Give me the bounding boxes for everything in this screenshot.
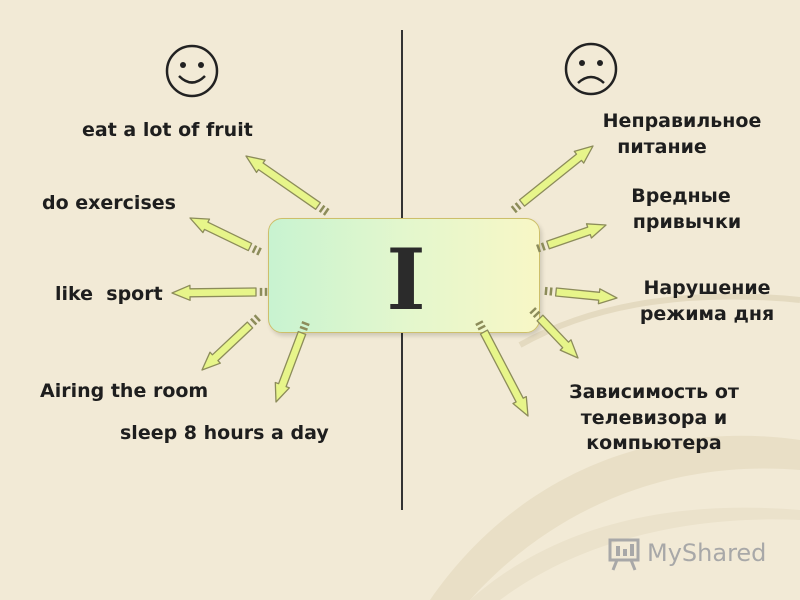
arrow-to-regime-2 [529, 307, 579, 359]
arrow-to-airing [201, 314, 261, 371]
positive-label-airing: Airing the room [40, 380, 209, 402]
center-box [268, 218, 540, 333]
arrow-to-habits [536, 223, 607, 253]
arrow-to-sport [171, 284, 268, 301]
negative-label-addiction-line-2: телевизора и [580, 406, 728, 429]
positive-label-fruit: eat a lot of fruit [82, 119, 253, 141]
myshared-logo: MyShared [607, 536, 767, 572]
logo-text: MyShared [647, 539, 767, 567]
arrow-to-sleep [274, 321, 310, 403]
negative-label-habits-line-1: Вредные [631, 185, 731, 207]
negative-label-nutrition: Неправильное питание [592, 109, 772, 160]
negative-label-nutrition-line-1: Неправильное [602, 110, 762, 132]
negative-label-addiction-line-1: Зависимость от [569, 381, 739, 403]
negative-label-regime-line-1: Нарушение [643, 277, 771, 299]
negative-label-nutrition-line-2: питание [617, 135, 707, 158]
presentation-board-icon [608, 538, 640, 571]
negative-label-regime-line-2: режима дня [639, 302, 775, 325]
arrow-to-nutrition [510, 145, 594, 214]
smiley-face-icon [164, 43, 220, 99]
negative-label-habits: Вредные привычки [622, 184, 752, 235]
negative-label-addiction-line-3: компьютера [586, 432, 722, 455]
sad-face-icon [563, 41, 619, 97]
center-letter: I [386, 230, 426, 329]
positive-label-sport: like sport [55, 283, 163, 305]
negative-label-habits-line-2: привычки [632, 210, 742, 233]
negative-label-regime: Нарушение режима дня [632, 276, 782, 327]
arrow-to-fruit [245, 155, 330, 216]
positive-label-sleep: sleep 8 hours a day [120, 422, 329, 444]
arrow-to-regime [544, 286, 618, 305]
arrow-to-addiction [475, 320, 529, 417]
arrow-to-exercises [189, 217, 262, 256]
negative-label-addiction: Зависимость от телевизора и компьютера [558, 380, 750, 457]
positive-label-exercises: do exercises [42, 192, 176, 214]
